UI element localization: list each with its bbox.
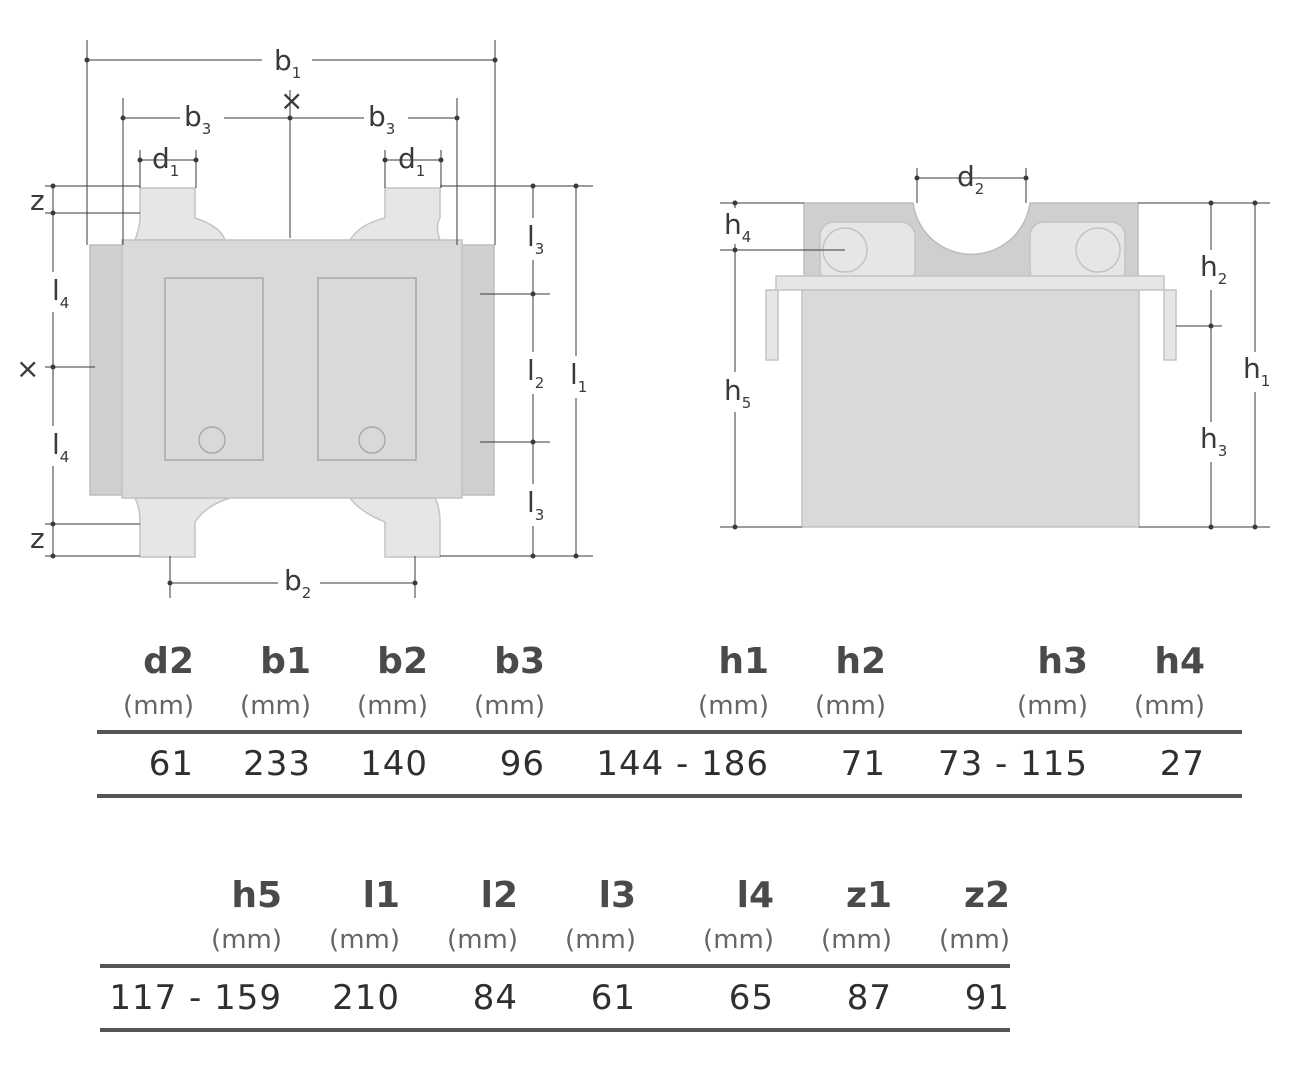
t2-header-l4: l4 [736,875,774,916]
t1-unit: (mm) [1017,691,1088,721]
axis-symbol-left: × [16,352,39,385]
t1-header-b3: b3 [494,641,545,682]
panel-right-knob [358,426,386,454]
t1-header-b1: b1 [260,641,311,682]
t2-header-l2: l2 [480,875,518,916]
t2-value-l4: 65 [728,978,774,1018]
t2-header-l1: l1 [362,875,400,916]
t2-value-h5: 117 - 159 [109,978,282,1018]
t1-header-d2: d2 [143,641,194,682]
t1-header-h2: h2 [835,641,886,682]
fitting-right-bore [1075,227,1121,273]
label-d1-right: d1 [398,142,425,180]
label-l4-bottom: l4 [52,428,69,466]
pipe-bottom-left [133,497,231,558]
t1-unit: (mm) [474,691,545,721]
t1-unit: (mm) [698,691,769,721]
t2-header-z1: z1 [845,875,892,916]
label-b2: b2 [284,564,311,602]
t2-value-l3: 61 [590,978,636,1018]
t2-header-z2: z2 [963,875,1010,916]
t1-unit: (mm) [815,691,886,721]
t1-value-h1: 144 - 186 [596,744,769,784]
t2-value-l1: 210 [332,978,400,1018]
label-h2: h2 [1200,250,1227,288]
t1-value-h3: 73 - 115 [937,744,1088,784]
bracket-right [459,244,495,496]
label-z-top: z [30,184,45,217]
clip-left [765,289,779,361]
t2-unit: (mm) [565,925,636,955]
box-body-top-view [121,239,463,499]
t2-value-z1: 87 [846,978,892,1018]
t1-value-h2: 71 [840,744,886,784]
pipe-top-right [348,187,442,241]
axis-symbol-top: × [280,84,303,117]
label-l3-bottom: l3 [527,486,544,524]
t1-header-h3: h3 [1037,641,1088,682]
t2-unit: (mm) [329,925,400,955]
t1-value-d2: 61 [148,744,194,784]
flange [775,275,1165,291]
label-b1: b1 [274,44,301,82]
t2-unit: (mm) [447,925,518,955]
dimension-table-2: h5 l1 l2 l3 l4 z1 z2 (mm) (mm) (mm) (mm)… [100,866,1010,1032]
t1-header-h4: h4 [1154,641,1205,682]
label-d1-left: d1 [152,142,179,180]
label-z-bottom: z [30,522,45,555]
t1-value-h4: 27 [1159,744,1205,784]
t2-unit: (mm) [821,925,892,955]
label-h5: h5 [724,374,751,412]
label-b3-right: b3 [368,100,395,138]
panel-right [317,277,417,461]
label-l2: l2 [527,354,544,392]
label-h1: h1 [1243,352,1270,390]
top-view: b1 × b3 b3 d1 d1 z z l4 [16,40,596,602]
panel-left [164,277,264,461]
t1-value-b1: 233 [243,744,311,784]
t1-unit: (mm) [123,691,194,721]
t1-value-b2: 140 [360,744,428,784]
label-b3-left: b3 [184,100,211,138]
pipe-bottom-right [348,497,441,558]
t1-value-b3: 96 [499,744,545,784]
t1-unit: (mm) [357,691,428,721]
t2-unit: (mm) [703,925,774,955]
t2-value-l2: 84 [472,978,518,1018]
t2-header-h5: h5 [231,875,282,916]
panel-left-knob [198,426,226,454]
t1-header-h1: h1 [718,641,769,682]
dimension-table-1: d2 b1 b2 b3 h1 h2 h3 h4 (mm) (mm) (mm) (… [97,632,1242,798]
label-d2: d2 [957,160,984,198]
t1-header-b2: b2 [377,641,428,682]
t1-unit: (mm) [240,691,311,721]
t2-value-z2: 91 [964,978,1010,1018]
label-l3-top: l3 [527,220,544,258]
label-l1: l1 [570,358,587,396]
box-lower-section [801,289,1140,528]
label-h3: h3 [1200,422,1227,460]
clip-right [1163,289,1177,361]
t1-unit: (mm) [1134,691,1205,721]
pipe-top-left [133,187,227,241]
bracket-left [89,244,125,496]
t2-unit: (mm) [939,925,1010,955]
t2-unit: (mm) [211,925,282,955]
t2-header-l3: l3 [598,875,636,916]
label-h4: h4 [724,208,751,246]
side-view: d2 h4 h5 h2 h3 h1 [720,160,1277,530]
label-l4-top: l4 [52,274,69,312]
